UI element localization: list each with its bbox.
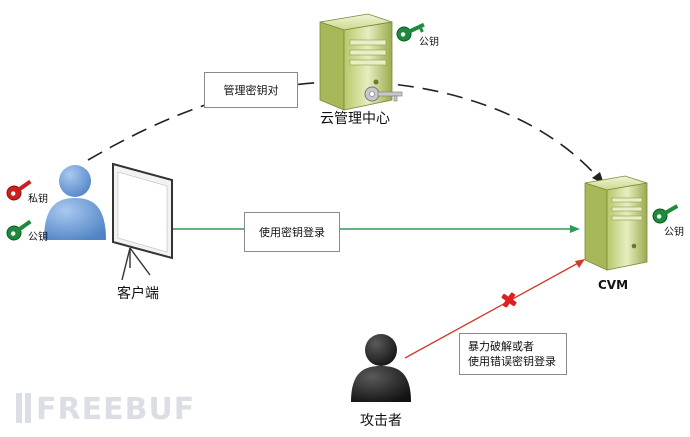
attacker-label: 攻击者 xyxy=(360,413,402,429)
login-arrowhead xyxy=(570,225,580,233)
attacker-person-icon xyxy=(351,334,411,402)
cloud-center-label: 云管理中心 xyxy=(320,111,390,127)
client-public-key-label: 公钥 xyxy=(28,232,48,243)
cvm-key-label: 公钥 xyxy=(664,227,684,238)
manage-keypair-box: 管理密钥对 xyxy=(204,72,298,108)
client-private-key-label: 私钥 xyxy=(28,194,48,205)
attack-arrowhead xyxy=(575,259,585,268)
cloud-server-icon xyxy=(319,13,393,111)
silver-key-icon xyxy=(364,86,403,102)
watermark-logo-icon xyxy=(16,393,31,423)
client-person-icon xyxy=(44,165,106,240)
attack-line xyxy=(404,261,581,359)
cvm-server-icon xyxy=(584,175,648,271)
client-public-key-icon xyxy=(6,219,32,241)
cloud-public-key-icon xyxy=(396,22,425,42)
cvm-public-key-icon xyxy=(652,204,679,224)
attack-box: 暴力破解或者 使用错误密钥登录 xyxy=(459,333,567,375)
login-with-key-box: 使用密钥登录 xyxy=(244,212,340,252)
watermark-text: FREEBUF xyxy=(36,392,196,427)
attack-line-1: 暴力破解或者 xyxy=(468,340,534,353)
cvm-label: CVM xyxy=(598,278,629,292)
blocked-x-icon xyxy=(501,292,517,308)
attack-line-2: 使用错误密钥登录 xyxy=(468,355,556,368)
client-label: 客户端 xyxy=(117,286,159,302)
client-private-key-icon xyxy=(6,179,32,201)
cloud-key-label: 公钥 xyxy=(419,37,439,48)
projection-screen-icon xyxy=(112,162,173,281)
